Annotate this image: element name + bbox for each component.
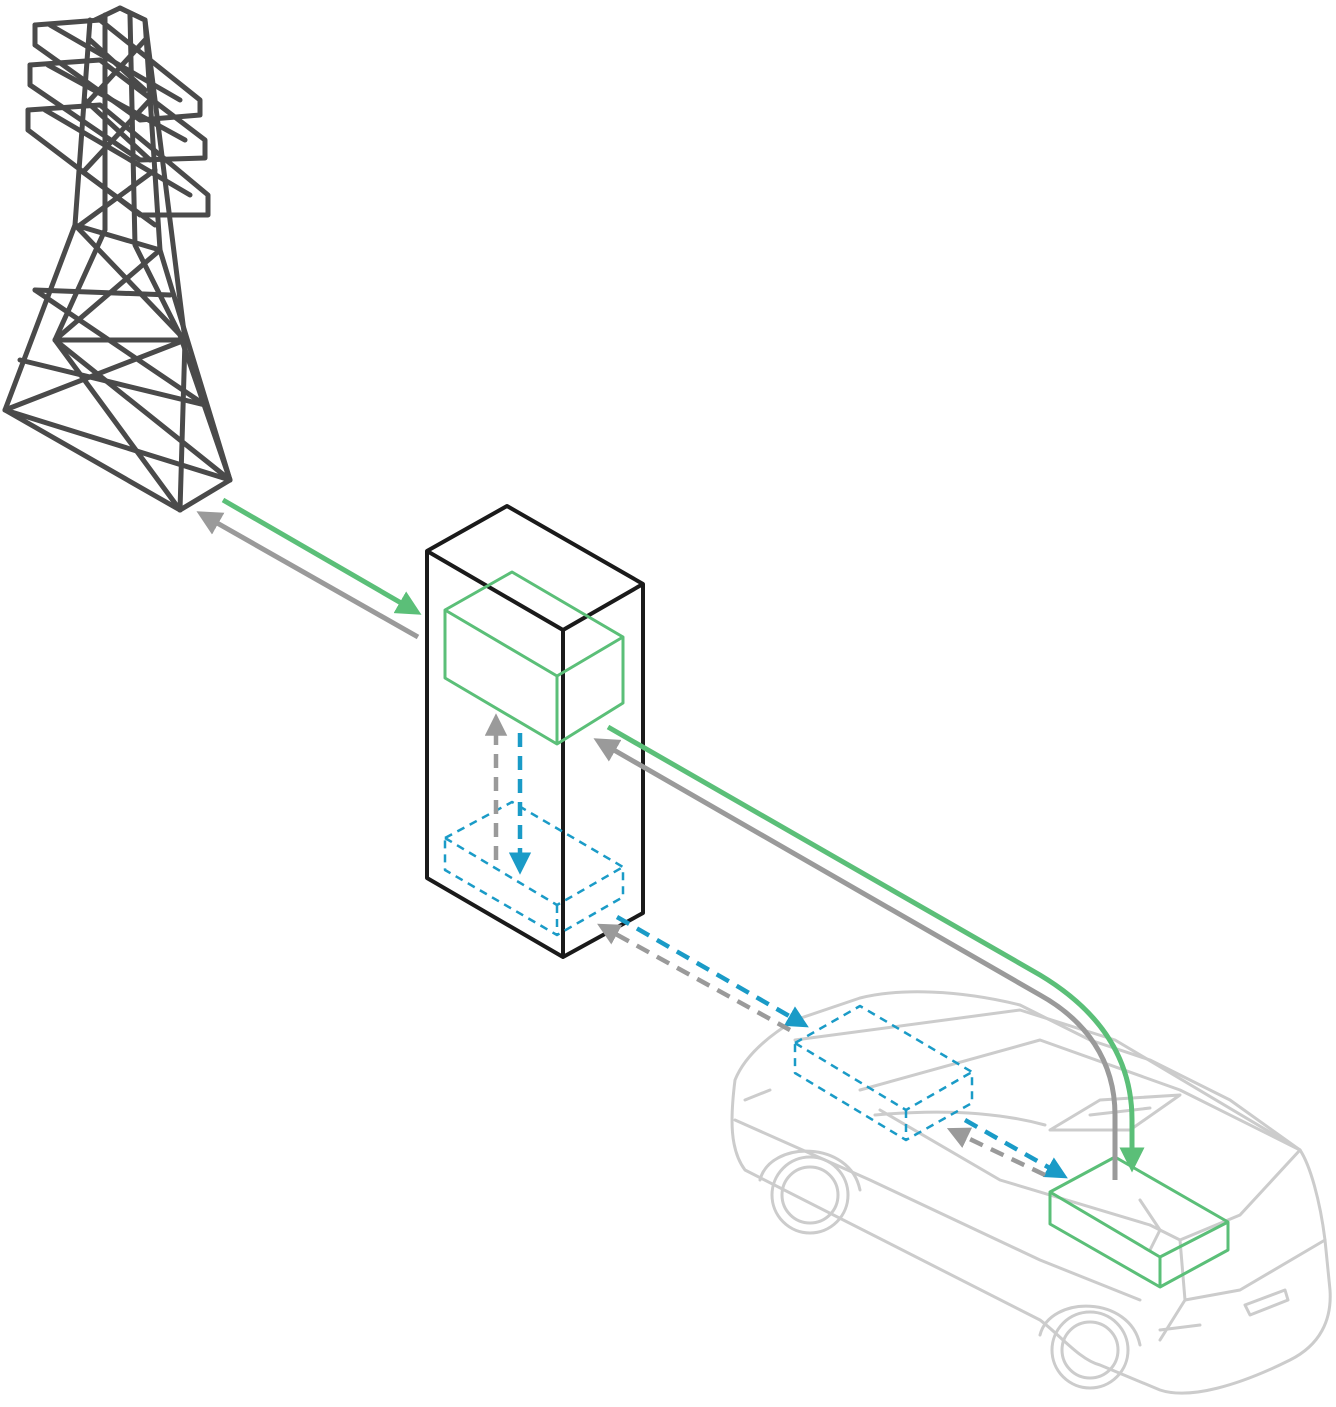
controller-box-dashed	[443, 800, 625, 937]
flow-arrow-charger-to-battery	[606, 724, 1145, 1173]
flow-arrow-battery-to-car-control	[946, 1127, 1046, 1178]
charging-station-cabinet	[425, 504, 645, 959]
vehicle-controller-box-dashed	[793, 1004, 974, 1142]
flow-arrow-car-control-to-battery	[963, 1118, 1068, 1179]
flow-arrow-car-control-to-charger-control	[597, 923, 792, 1032]
flow-arrow-charger-control-to-car-control	[615, 915, 809, 1028]
power-converter-box	[443, 570, 625, 746]
electric-vehicle-outline-icon	[730, 990, 1332, 1395]
flow-arrow-tower-to-charger	[221, 497, 422, 615]
flow-arrow-charger-to-tower	[196, 511, 420, 640]
flow-arrow-battery-to-charger	[593, 738, 1118, 1180]
transmission-tower-icon	[2, 5, 233, 513]
